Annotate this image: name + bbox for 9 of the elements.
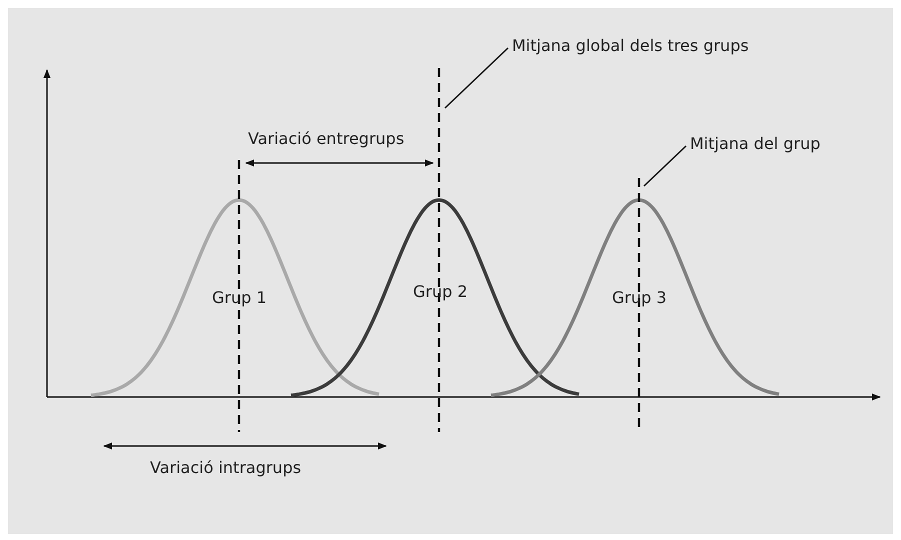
- leader-line: [444, 47, 509, 109]
- annotation-label: Mitjana global dels tres grups: [512, 36, 749, 56]
- dimension-label: Variació intragrups: [150, 458, 302, 478]
- leader-line: [643, 145, 687, 187]
- annotation-label: Mitjana del grup: [690, 134, 820, 154]
- dimension-label: Variació entregrups: [248, 129, 404, 149]
- group-label: Grup 3: [612, 288, 667, 308]
- group-label: Grup 2: [413, 282, 468, 302]
- group-label: Grup 1: [212, 288, 267, 308]
